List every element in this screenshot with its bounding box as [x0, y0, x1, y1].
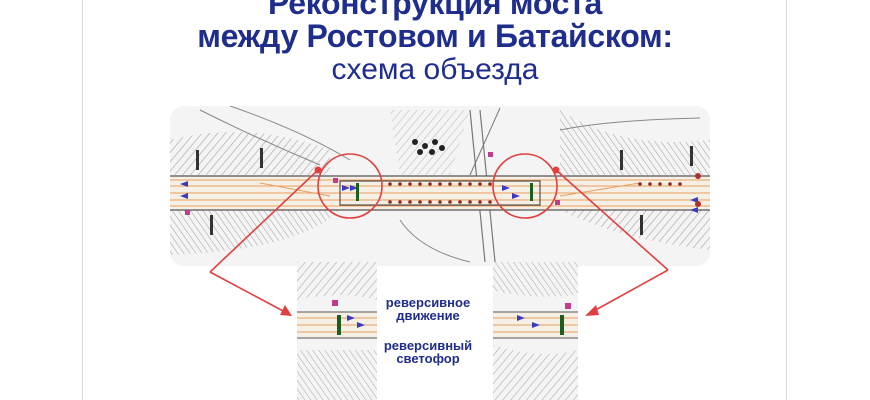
- frame-left-border: [82, 0, 83, 400]
- callout-reverse-light-line2: светофор: [396, 351, 460, 366]
- callout-reverse-light-line1: реверсивный: [383, 338, 473, 353]
- title-line-2: между Ростовом и Батайском:: [197, 18, 673, 54]
- pointer-arrows: [209, 169, 669, 313]
- inset-left: [297, 262, 377, 400]
- frame-right-border: [786, 0, 787, 400]
- title-line-1: Реконструкция моста: [267, 0, 603, 21]
- subtitle: схема объезда: [331, 53, 539, 86]
- main-map: [170, 106, 710, 266]
- callout-reverse-traffic-line1: реверсивное: [385, 295, 471, 310]
- callout-reverse-traffic-line2: движение: [396, 308, 460, 323]
- inset-right: [493, 262, 578, 400]
- callouts: реверсивное движение реверсивный светофо…: [362, 296, 494, 365]
